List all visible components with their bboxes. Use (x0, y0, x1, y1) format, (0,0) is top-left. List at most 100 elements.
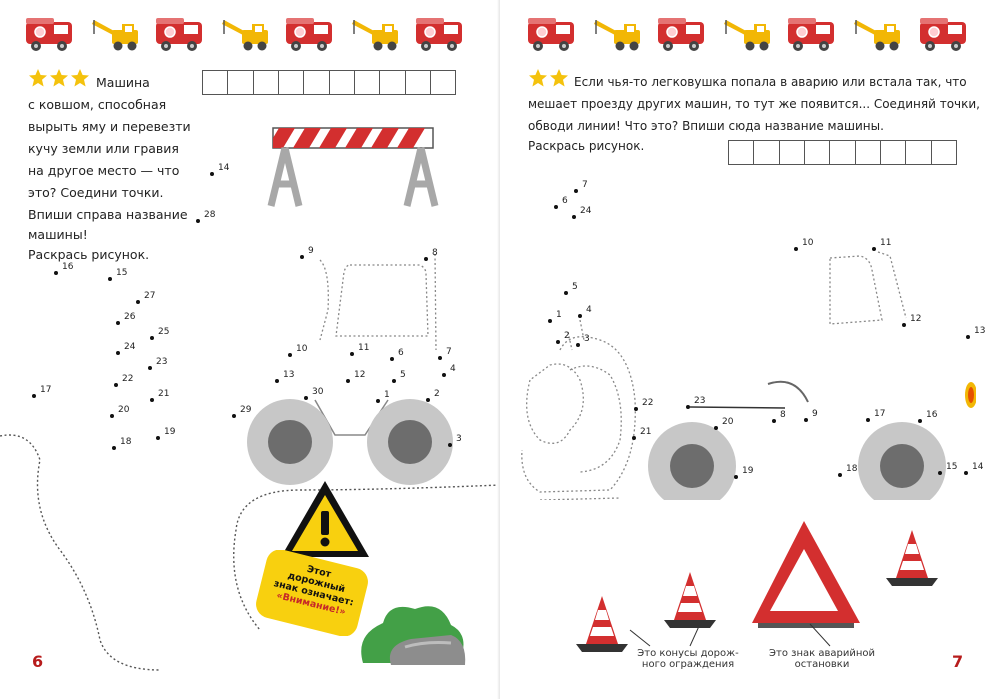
letter-box[interactable] (202, 70, 229, 95)
dot-number-label: 17 (874, 409, 886, 419)
bush-and-rock-illustration (361, 606, 466, 665)
connect-dot (714, 426, 718, 430)
letter-box[interactable] (930, 140, 957, 165)
dot-number-label: 12 (354, 370, 366, 380)
connect-dot (136, 300, 140, 304)
connect-dot (442, 373, 446, 377)
connect-dot (210, 172, 214, 176)
star-icon (29, 69, 47, 87)
dot-number-label: 12 (910, 314, 922, 324)
connect-dot (838, 473, 842, 477)
connect-dot (196, 219, 200, 223)
connect-dot (288, 353, 292, 357)
letter-box[interactable] (379, 70, 406, 95)
dot-number-label: 7 (446, 347, 452, 357)
traffic-cone-icon (576, 596, 628, 652)
letter-box[interactable] (753, 140, 780, 165)
dot-number-label: 3 (584, 334, 590, 344)
letter-box[interactable] (303, 70, 330, 95)
connect-dot (114, 383, 118, 387)
connect-dot (902, 323, 906, 327)
letter-box[interactable] (728, 140, 755, 165)
dot-number-label: 18 (120, 437, 132, 447)
dot-number-label: 28 (204, 210, 216, 220)
page-number: 6 (32, 652, 44, 671)
connect-dot (734, 475, 738, 479)
connect-dot (872, 247, 876, 251)
warning-sign-icon (281, 481, 369, 557)
dot-number-label: 22 (122, 374, 134, 384)
connect-dot (548, 319, 552, 323)
connect-dot (556, 340, 560, 344)
dot-number-label: 7 (582, 180, 588, 190)
dot-number-label: 16 (926, 410, 938, 420)
connect-dot (578, 314, 582, 318)
letter-box[interactable] (429, 70, 457, 95)
dot-number-label: 2 (434, 389, 440, 399)
dot-number-label: 19 (742, 466, 754, 476)
connect-dot (918, 419, 922, 423)
connect-dot (148, 366, 152, 370)
traffic-cone-icon (886, 530, 938, 586)
connect-dot (572, 215, 576, 219)
task-text-line: обводи линии! Что это? Впиши сюда назван… (528, 119, 884, 133)
dotted-road-outline (0, 434, 500, 671)
letter-box[interactable] (328, 70, 356, 95)
connect-dot (376, 399, 380, 403)
letter-box[interactable] (277, 70, 305, 95)
star-icon (529, 69, 547, 87)
letter-box[interactable] (905, 140, 932, 165)
dot-number-label: 20 (722, 417, 734, 427)
task-text-line: мешает проезду других машин, то тут же п… (528, 97, 980, 111)
letter-box[interactable] (829, 140, 856, 165)
dot-number-label: 2 (564, 331, 570, 341)
letter-box[interactable] (252, 70, 280, 95)
dot-number-label: 1 (384, 390, 390, 400)
dot-number-label: 1 (556, 310, 562, 320)
connect-dot (156, 436, 160, 440)
excavator-dot-puzzle (247, 253, 453, 485)
connect-dot (116, 351, 120, 355)
letter-box[interactable] (854, 140, 882, 165)
connect-dot (634, 407, 638, 411)
connect-dot (966, 335, 970, 339)
connect-dot (110, 414, 114, 418)
connect-dot (32, 394, 36, 398)
connect-dot (794, 247, 798, 251)
cones-caption-line: ного ограждения (641, 659, 735, 670)
caption-pointers (629, 623, 831, 647)
dot-number-label: 24 (580, 206, 592, 216)
letter-box[interactable] (879, 140, 907, 165)
dot-number-label: 15 (946, 462, 958, 472)
task-text-line: вырыть яму и перевезти (28, 119, 191, 134)
answer-letter-boxes[interactable] (728, 140, 957, 165)
triangle-caption-line: остановки (794, 659, 850, 670)
road-barrier-illustration (267, 127, 439, 207)
dot-number-label: 20 (118, 405, 130, 415)
dot-number-label: 16 (62, 262, 74, 272)
dot-number-label: 29 (240, 405, 252, 415)
task-text-line: это? Соедини точки. (28, 185, 164, 200)
dot-number-label: 25 (158, 327, 170, 337)
dot-number-label: 3 (456, 434, 462, 444)
letter-box[interactable] (227, 70, 254, 95)
dot-number-label: 27 (144, 291, 156, 301)
left-page: Машина с ковшом, способная вырыть яму и … (0, 17, 500, 671)
task-text-line: машины! (28, 227, 88, 242)
connect-dot (772, 419, 776, 423)
letter-box[interactable] (803, 140, 831, 165)
dot-number-label: 4 (450, 364, 456, 374)
connect-dot (350, 352, 354, 356)
dot-number-label: 10 (296, 344, 308, 354)
task-text-line: кучу земли или гравия (28, 141, 179, 156)
dot-number-label: 11 (880, 238, 892, 248)
task-text-line: Раскрась рисунок. (28, 247, 150, 262)
answer-letter-boxes[interactable] (202, 70, 457, 95)
dot-number-label: 26 (124, 312, 136, 322)
letter-box[interactable] (778, 140, 806, 165)
connect-dot (392, 379, 396, 383)
dot-number-label: 13 (283, 370, 295, 380)
task-text-line: с ковшом, способная (28, 97, 167, 112)
letter-box[interactable] (353, 70, 381, 95)
letter-box[interactable] (404, 70, 431, 95)
